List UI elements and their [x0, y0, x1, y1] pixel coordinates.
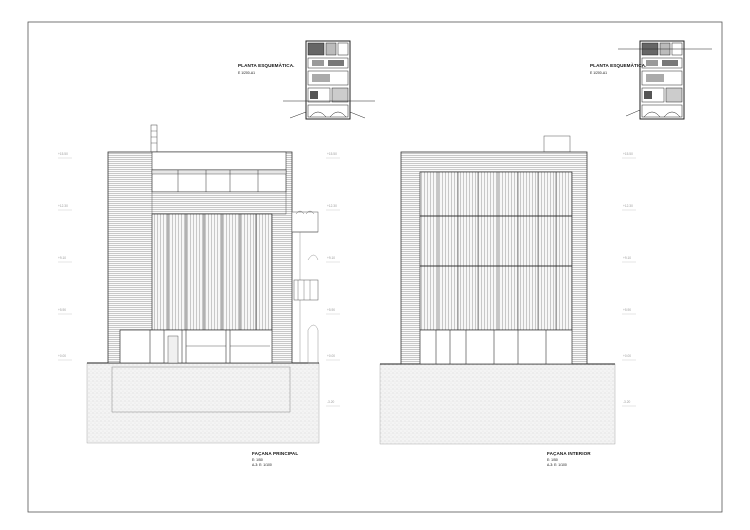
elevation-right-title: FAÇANA INTERIOR	[547, 451, 591, 456]
level-mark: +5.90	[58, 308, 67, 312]
level-mark: +12.30	[327, 204, 337, 208]
elevation-left-scale: E: 1/50	[252, 458, 263, 462]
elevation-left-scale-a3: A-3: E: 1/100	[252, 463, 272, 467]
level-mark: +15.50	[623, 152, 633, 156]
level-mark: +9.10	[58, 256, 67, 260]
level-mark: +0.00	[623, 354, 632, 358]
elevation-right-scale-a3: A-3: E: 1/100	[547, 463, 567, 467]
level-mark: +0.00	[327, 354, 336, 358]
level-mark: +9.10	[327, 256, 336, 260]
level-mark: +9.10	[623, 256, 632, 260]
terrain-hatch	[86, 362, 320, 444]
level-mark: -3.20	[623, 400, 631, 404]
level-mark: +15.50	[327, 152, 337, 156]
elevation-principal	[86, 124, 320, 444]
level-mark: -3.20	[327, 400, 335, 404]
level-mark: +5.90	[623, 308, 632, 312]
elevation-right-scale: E: 1/50	[547, 458, 558, 462]
level-mark: +12.30	[623, 204, 633, 208]
key-plan-left-title: PLANTA ESQUEMÀTICA.	[238, 63, 295, 68]
level-mark: +5.90	[327, 308, 336, 312]
level-mark: +15.50	[58, 152, 68, 156]
key-plan-left-scale: E 1/200-A1	[238, 71, 255, 75]
elevation-interior	[379, 135, 616, 445]
key-plan-left	[283, 40, 375, 120]
key-plan-right-scale: E 1/200-A1	[590, 71, 607, 75]
level-mark: +0.00	[58, 354, 67, 358]
terrain-hatch-right	[379, 363, 616, 445]
key-plan-right-title: PLANTA ESQUEMÀTICA.	[590, 63, 647, 68]
elevation-left-title: FAÇANA PRINCIPAL	[252, 451, 299, 456]
level-ticks	[58, 157, 636, 407]
sheet-border	[27, 21, 723, 513]
key-plan-right	[618, 40, 712, 120]
level-mark: +12.30	[58, 204, 68, 208]
